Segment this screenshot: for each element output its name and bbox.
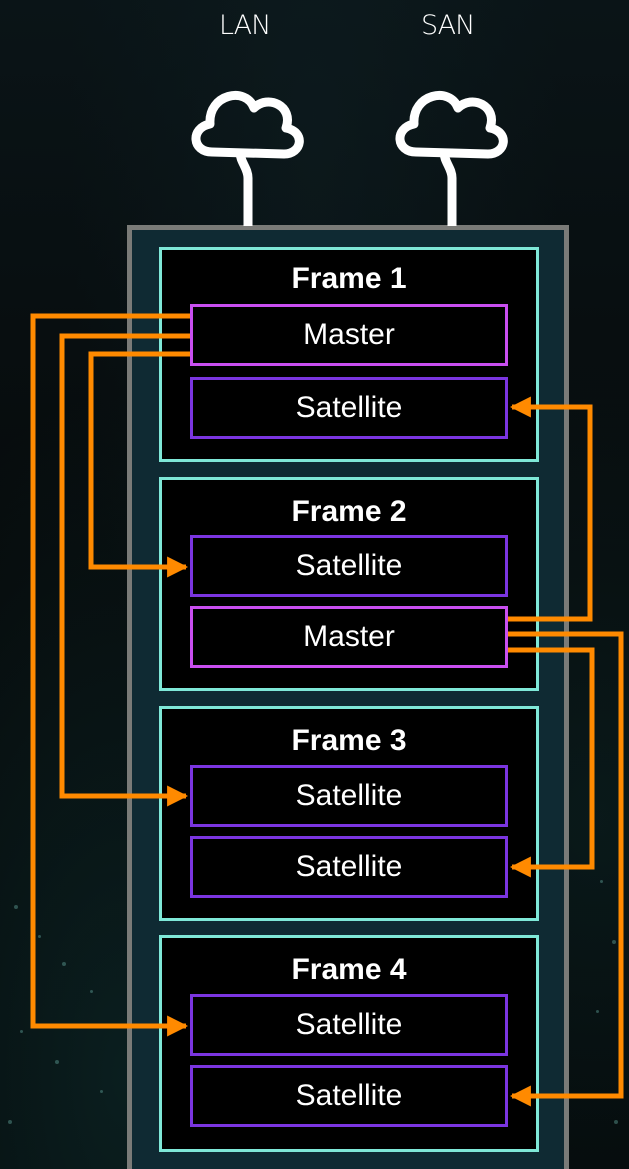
background-dot xyxy=(55,1060,59,1064)
frame-title: Frame 3 xyxy=(291,724,407,757)
frame-title: Frame 1 xyxy=(291,262,407,295)
background-dot xyxy=(614,1120,618,1124)
frame-1-master-unit: Master xyxy=(190,304,508,366)
cloud-icon xyxy=(196,95,299,179)
san-label: SAN xyxy=(421,10,475,41)
frame-3-satellite-unit-top: Satellite xyxy=(190,765,508,827)
frame-2-master-unit: Master xyxy=(190,606,508,668)
frame-3-satellite-unit-bottom: Satellite xyxy=(190,836,508,898)
background-dot xyxy=(100,1090,103,1093)
background-dot xyxy=(90,990,93,993)
background-dot xyxy=(612,940,616,944)
background-dot xyxy=(14,905,18,909)
background-dot xyxy=(600,880,603,883)
background-dot xyxy=(596,1010,599,1013)
frame-title: Frame 2 xyxy=(291,495,407,528)
cloud-icon xyxy=(400,95,503,179)
frame-title: Frame 4 xyxy=(291,953,407,986)
frame-4-satellite-unit-top: Satellite xyxy=(190,994,508,1056)
frame-4-satellite-unit-bottom: Satellite xyxy=(190,1065,508,1127)
background-dot xyxy=(62,962,66,966)
frame-1-satellite-unit: Satellite xyxy=(190,377,508,439)
frame-2-satellite-unit: Satellite xyxy=(190,535,508,597)
background-dot xyxy=(38,935,41,938)
background-dot xyxy=(8,1120,12,1124)
background-dot xyxy=(20,1030,23,1033)
lan-label: LAN xyxy=(219,10,271,41)
